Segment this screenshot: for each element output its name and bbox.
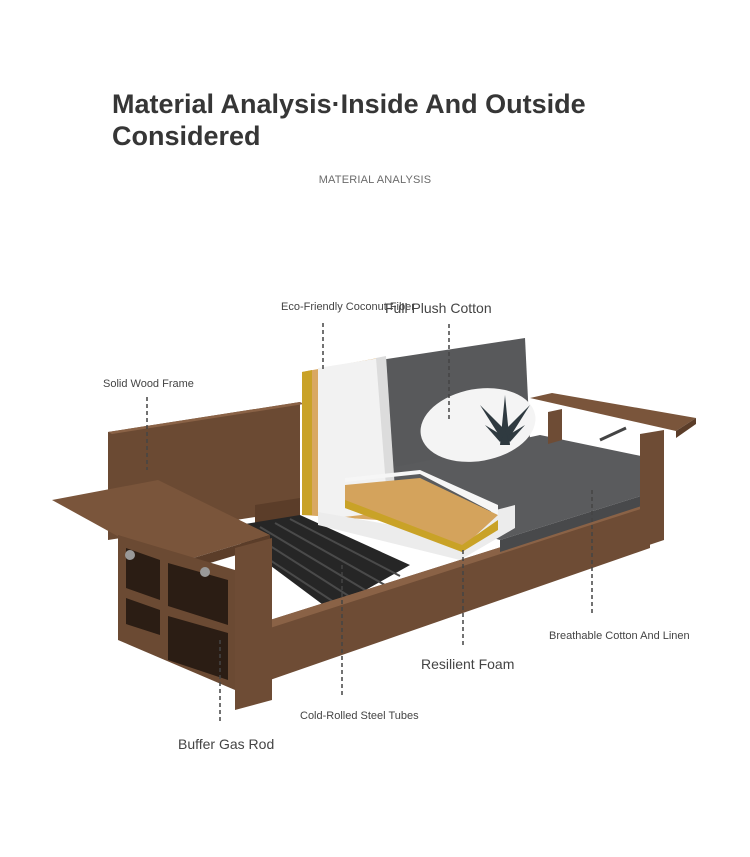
section-subtitle: MATERIAL ANALYSIS [318,174,432,186]
left-arm-top [52,480,270,565]
label-gas-rod: Buffer Gas Rod [178,736,275,752]
label-resilient-foam: Resilient Foam [421,656,515,672]
label-cotton-linen: Breathable Cotton And Linen [549,630,690,642]
label-plush-cotton: Full Plush Cotton [385,300,492,316]
page-title: Material Analysis·Inside And Outside Con… [112,89,586,151]
seat-cotton-layer [345,470,498,515]
sofa-front-rail [270,500,650,680]
back-foam-layer [318,358,388,520]
leaf-print-icon [480,395,530,445]
right-arm-top [530,393,696,431]
label-steel-tubes: Cold-Rolled Steel Tubes [300,710,419,722]
label-wood-frame: Solid Wood Frame [103,378,194,390]
seat-coir-layer [345,478,498,548]
label-coconut-fiber: Eco-Friendly Coconut Fiber [281,301,415,313]
